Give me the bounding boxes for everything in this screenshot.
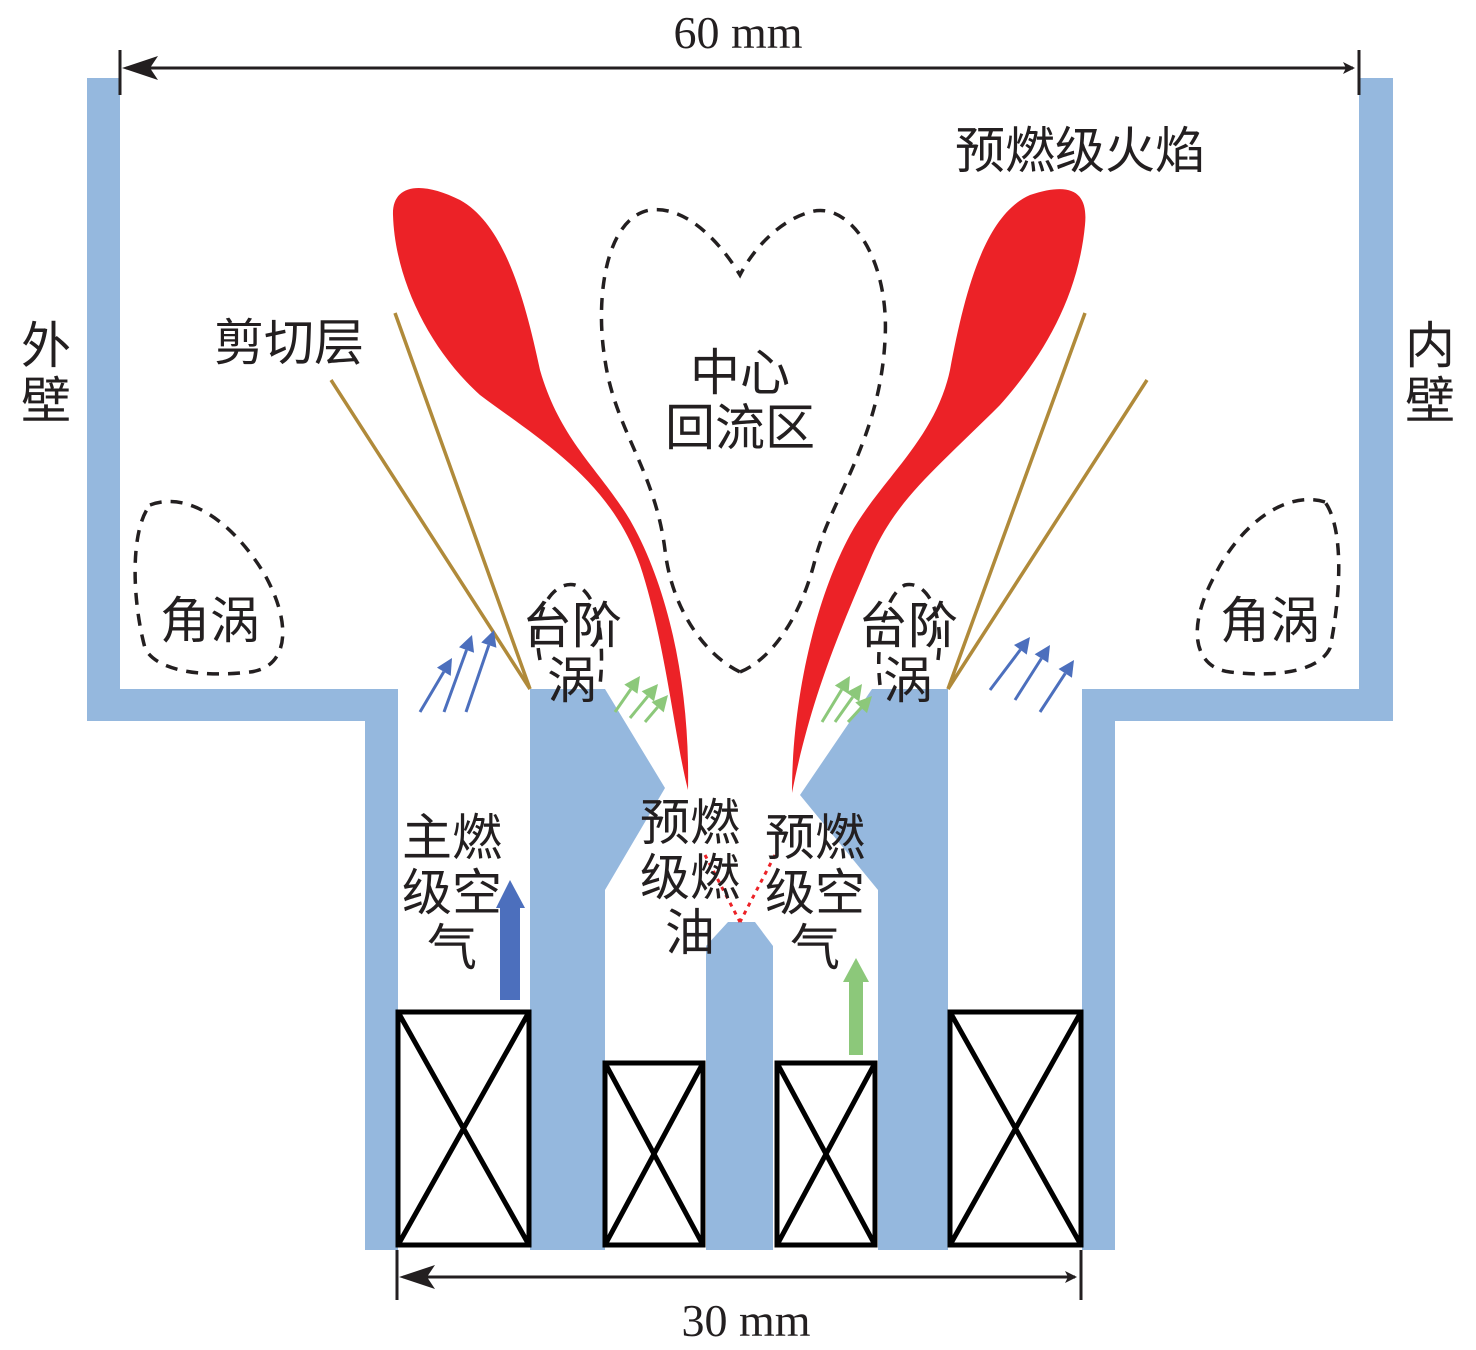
main-air-label-line2: 级空 xyxy=(402,864,502,922)
swirl-arrow-up-icon xyxy=(418,658,452,713)
step-vortex-left-label-line2: 涡 xyxy=(547,652,597,710)
swirl-flow-arrows xyxy=(418,630,1074,724)
swirl-arrow-up-icon xyxy=(833,684,862,723)
dimension-lines xyxy=(118,50,1361,1300)
fuel-spray-left xyxy=(703,854,742,923)
swirl-arrow-up-icon xyxy=(628,684,658,719)
central-recirculation-zone-outline xyxy=(599,208,888,674)
main-air-arrow-up-icon xyxy=(496,880,525,1000)
right-pilot-flame xyxy=(792,189,1086,794)
swirl-arrow-up-icon xyxy=(1013,645,1050,701)
swirl-arrow-up-icon xyxy=(846,696,872,724)
swirler-box-x-icon xyxy=(774,1060,878,1248)
inner-wall-label-line1: 内 xyxy=(1405,317,1455,375)
central-recirculation-label-line1: 中心 xyxy=(690,344,790,402)
corner-vortex-left-label: 角涡 xyxy=(160,592,260,650)
central-recirculation-label-line2: 回流区 xyxy=(665,399,815,457)
swirl-arrow-up-icon xyxy=(643,695,668,723)
pilot-air-label-line3: 气 xyxy=(790,919,840,977)
pilot-fuel-label-line2: 级燃 xyxy=(640,849,740,907)
inner-wall-label-line2: 壁 xyxy=(1405,372,1455,430)
inner-wall xyxy=(1082,78,1393,1250)
swirler-box-x-icon xyxy=(395,1009,532,1248)
left-pilot-flame xyxy=(392,188,689,790)
shear-line-right-inner xyxy=(946,312,1087,690)
corner-vortex-right-outline xyxy=(1195,497,1341,676)
right-step-body xyxy=(800,689,948,1250)
pilot-fuel-label-line1: 预燃 xyxy=(640,794,740,852)
swirl-arrow-up-icon xyxy=(988,637,1030,691)
step-vortex-left-outline xyxy=(536,582,604,686)
fuel-spray xyxy=(703,854,777,923)
top-dimension-label: 60 mm xyxy=(673,7,802,58)
step-vortex-right-outline xyxy=(876,582,942,686)
fuel-injector xyxy=(706,922,773,1250)
main-air-label-line3: 气 xyxy=(427,919,477,977)
shear-line-right-outer xyxy=(946,379,1149,690)
fuel-spray-right xyxy=(738,854,777,923)
labels: 60 mm 30 mm 外 壁 内 壁 预燃级火焰 剪切层 中心 回流区 角涡 … xyxy=(21,7,1455,1346)
outer-wall xyxy=(87,78,398,1250)
main-air-label-line1: 主燃 xyxy=(402,809,502,867)
swirler-box-x-icon xyxy=(947,1009,1084,1248)
pilot-air-arrow-up-icon xyxy=(843,958,869,1055)
pilot-flames xyxy=(392,188,1086,794)
outer-wall-label-line1: 外 xyxy=(21,317,71,375)
swirlers xyxy=(395,1009,1084,1248)
pilot-air-label-line1: 预燃 xyxy=(765,809,865,867)
shear-layers xyxy=(329,312,1149,690)
swirler-box-x-icon xyxy=(602,1060,706,1248)
corner-vortex-right-label: 角涡 xyxy=(1220,592,1320,650)
corner-vortex-left-outline xyxy=(133,499,285,676)
step-vortex-right-label-line2: 涡 xyxy=(883,652,933,710)
combustor-walls xyxy=(87,78,1393,1250)
dimension-arrowheads xyxy=(122,56,435,1289)
swirl-arrow-up-icon xyxy=(820,676,850,723)
shear-line-left-inner xyxy=(393,312,532,690)
swirl-arrow-up-icon xyxy=(442,635,475,713)
shear-line-left-outer xyxy=(329,379,532,690)
swirl-arrow-up-icon xyxy=(1038,660,1074,713)
left-step-body xyxy=(530,689,665,1250)
flow-arrows xyxy=(496,880,869,1055)
bottom-dimension-label: 30 mm xyxy=(681,1295,810,1346)
pilot-flame-label: 预燃级火焰 xyxy=(955,122,1205,180)
pilot-fuel-label-line3: 油 xyxy=(665,904,715,962)
step-vortex-left-label-line1: 台阶 xyxy=(522,597,622,655)
shear-layer-label: 剪切层 xyxy=(214,314,364,372)
swirl-arrow-up-icon xyxy=(464,630,497,713)
recirculation-zones xyxy=(133,208,1341,686)
step-vortex-right-label-line1: 台阶 xyxy=(858,597,958,655)
outer-wall-label-line2: 壁 xyxy=(21,372,71,430)
pilot-air-label-line2: 级空 xyxy=(765,864,865,922)
swirl-arrow-up-icon xyxy=(613,676,640,713)
